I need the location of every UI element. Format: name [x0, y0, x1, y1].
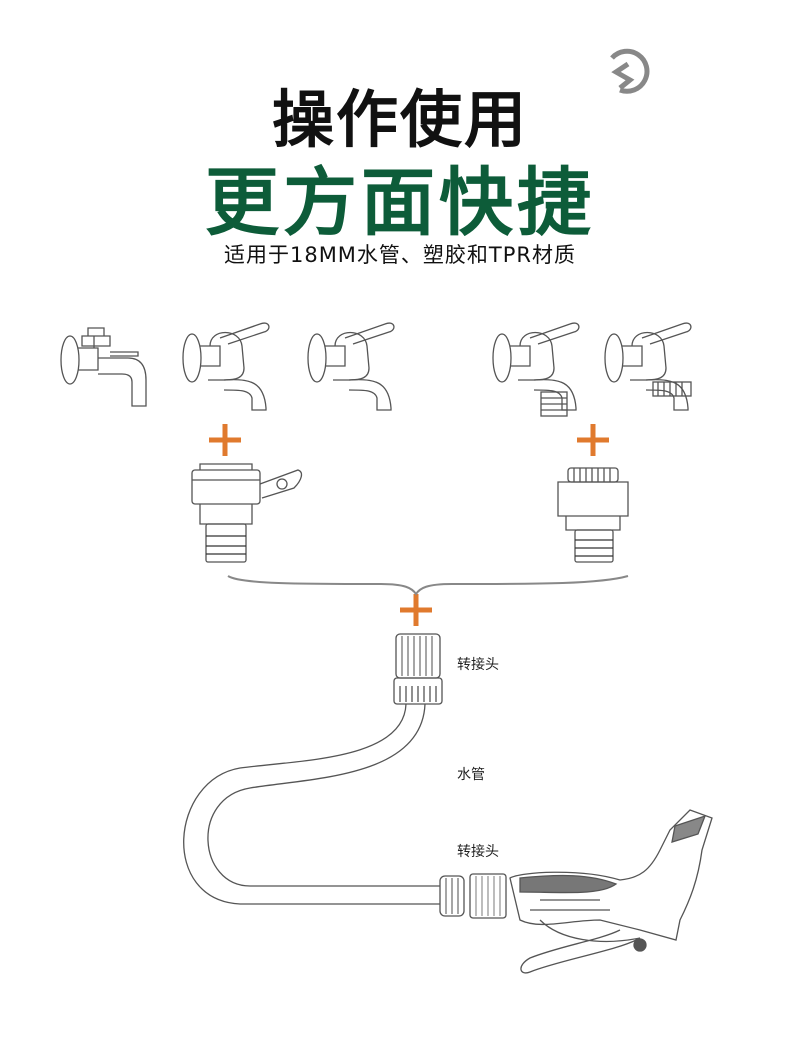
faucet-icon-4: [492, 322, 580, 417]
spray-gun-icon: [439, 809, 713, 974]
hose-icon: [183, 703, 440, 905]
plus-icon-left: [209, 424, 241, 456]
hose-connector-icon-top: [393, 633, 443, 705]
brace: [227, 575, 629, 596]
subtitle: 适用于18MM水管、塑胶和TPR材质: [223, 243, 577, 267]
faucet-adapter-icon-right: [557, 467, 629, 563]
label-bottom-adapter: 转接头: [457, 844, 499, 860]
plus-icon-center: [400, 594, 432, 626]
title-line-1: 操作使用: [271, 83, 528, 156]
label-top-adapter: 转接头: [457, 657, 499, 673]
faucet-icon-5: [604, 322, 692, 411]
faucet-icon-3: [307, 322, 395, 411]
label-hose: 水管: [457, 767, 485, 783]
title-line-2: 更方面快捷: [205, 160, 595, 246]
faucet-icon-2: [182, 322, 270, 411]
faucet-icon-1: [60, 327, 147, 407]
plus-icon-right: [577, 424, 609, 456]
brand-logo-icon: [610, 48, 650, 94]
faucet-adapter-icon-left: [191, 463, 303, 563]
